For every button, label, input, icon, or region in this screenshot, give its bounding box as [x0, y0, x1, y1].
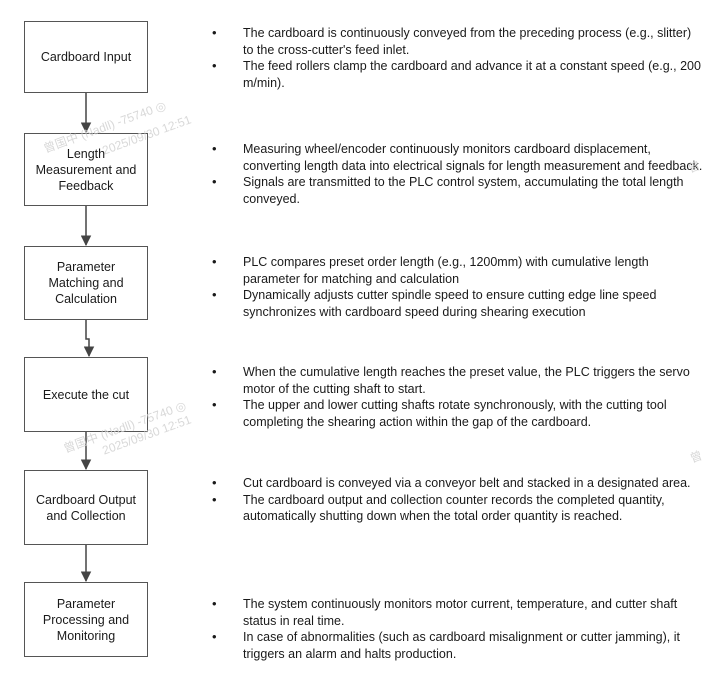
notes-execute-cut: When the cumulative length reaches the p…	[212, 364, 704, 430]
note-item: Cut cardboard is conveyed via a conveyor…	[212, 475, 704, 492]
notes-parameter-matching: PLC compares preset order length (e.g., …	[212, 254, 704, 320]
note-item: The cardboard output and collection coun…	[212, 492, 704, 525]
note-item: The cardboard is continuously conveyed f…	[212, 25, 704, 58]
step-execute-cut: Execute the cut	[24, 357, 148, 432]
notes-length-measurement: Measuring wheel/encoder continuously mon…	[212, 141, 704, 207]
note-item: Dynamically adjusts cutter spindle speed…	[212, 287, 704, 320]
step-parameter-processing: Parameter Processing and Monitoring	[24, 582, 148, 657]
note-item: Signals are transmitted to the PLC contr…	[212, 174, 704, 207]
notes-cardboard-output: Cut cardboard is conveyed via a conveyor…	[212, 475, 704, 525]
arrow-3	[83, 320, 95, 358]
notes-cardboard-input: The cardboard is continuously conveyed f…	[212, 25, 704, 91]
note-item: The feed rollers clamp the cardboard and…	[212, 58, 704, 91]
notes-parameter-processing: The system continuously monitors motor c…	[212, 596, 704, 662]
step-length-measurement: Length Measurement and Feedback	[24, 133, 148, 206]
step-cardboard-input: Cardboard Input	[24, 21, 148, 93]
note-item: The system continuously monitors motor c…	[212, 596, 704, 629]
step-cardboard-output: Cardboard Output and Collection	[24, 470, 148, 545]
note-item: When the cumulative length reaches the p…	[212, 364, 704, 397]
note-item: The upper and lower cutting shafts rotat…	[212, 397, 704, 430]
note-item: Measuring wheel/encoder continuously mon…	[212, 141, 704, 174]
note-item: PLC compares preset order length (e.g., …	[212, 254, 704, 287]
step-parameter-matching: Parameter Matching and Calculation	[24, 246, 148, 320]
note-item: In case of abnormalities (such as cardbo…	[212, 629, 704, 662]
